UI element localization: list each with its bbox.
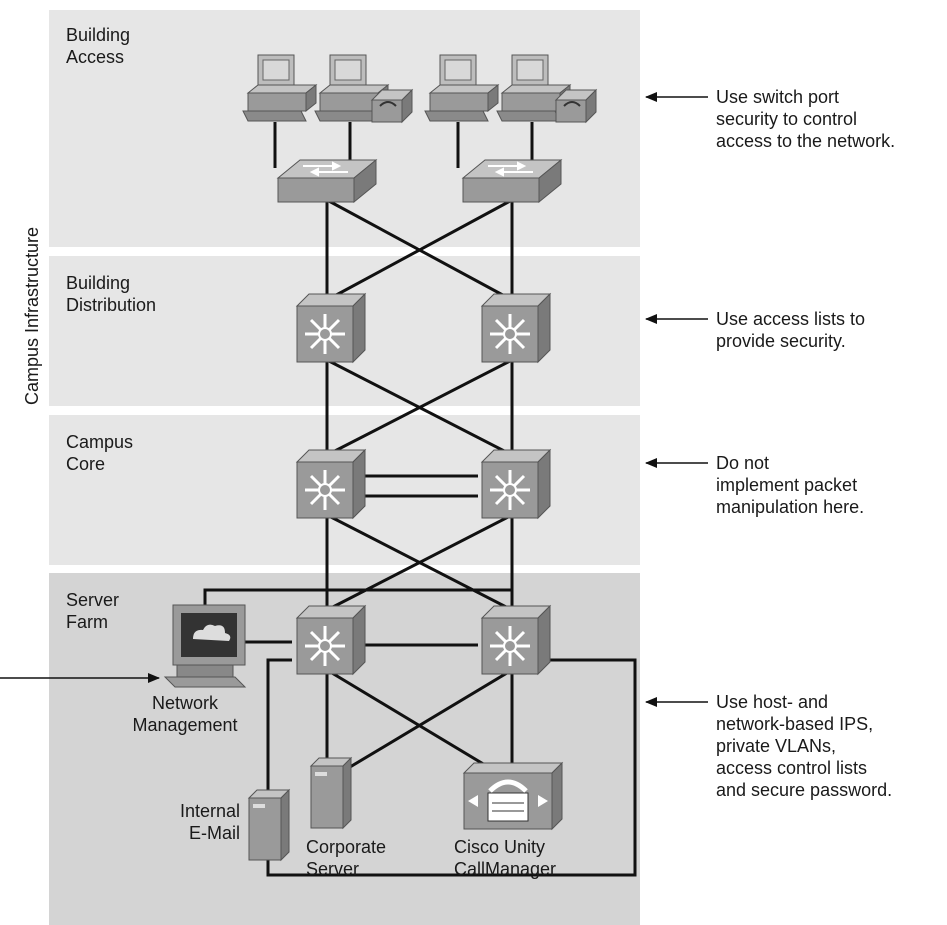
core-switch-left [295,448,367,520]
internal-email-server-icon [247,788,291,862]
cisco-unity-callmanager-label: Cisco Unity CallManager [454,837,557,879]
distribution-switch-left [295,292,367,364]
access-switch-left [276,158,378,204]
corporate-server-label: Corporate Server [306,837,387,879]
workstation-icon [424,54,500,122]
server-farm-switch-right [480,604,552,676]
layer-label-campus-core: Campus Core [66,432,134,474]
network-management-label: Network Management [132,693,238,735]
access-switch-right [461,158,563,204]
network-management-icon [163,604,247,688]
layer-label-server-farm: Server Farm [66,590,120,632]
building-access-band [49,10,640,247]
ip-phone-icon [554,88,598,124]
note-building-access: Use switch port security to control acce… [716,87,896,151]
ip-phone-icon [370,88,414,124]
corporate-server-icon [309,756,353,830]
cisco-unity-callmanager-icon [462,761,564,831]
core-switch-right [480,448,552,520]
note-building-distribution: Use access lists to provide security. [716,309,866,351]
layer-label-building-distribution: Building Distribution [66,273,157,315]
internal-email-label: Internal E-Mail [179,801,240,843]
note-campus-core: Do not implement packet manipulation her… [716,453,865,517]
layer-label-building-access: Building Access [66,25,131,67]
workstation-group-right [424,54,598,124]
workstation-icon [242,54,318,122]
workstation-group-left [242,54,414,124]
server-farm-switch-left [295,604,367,676]
note-server-farm: Use host- and network-based IPS, private… [716,692,893,800]
distribution-switch-right [480,292,552,364]
annotation-arrows [0,92,708,707]
network-links [203,122,637,877]
